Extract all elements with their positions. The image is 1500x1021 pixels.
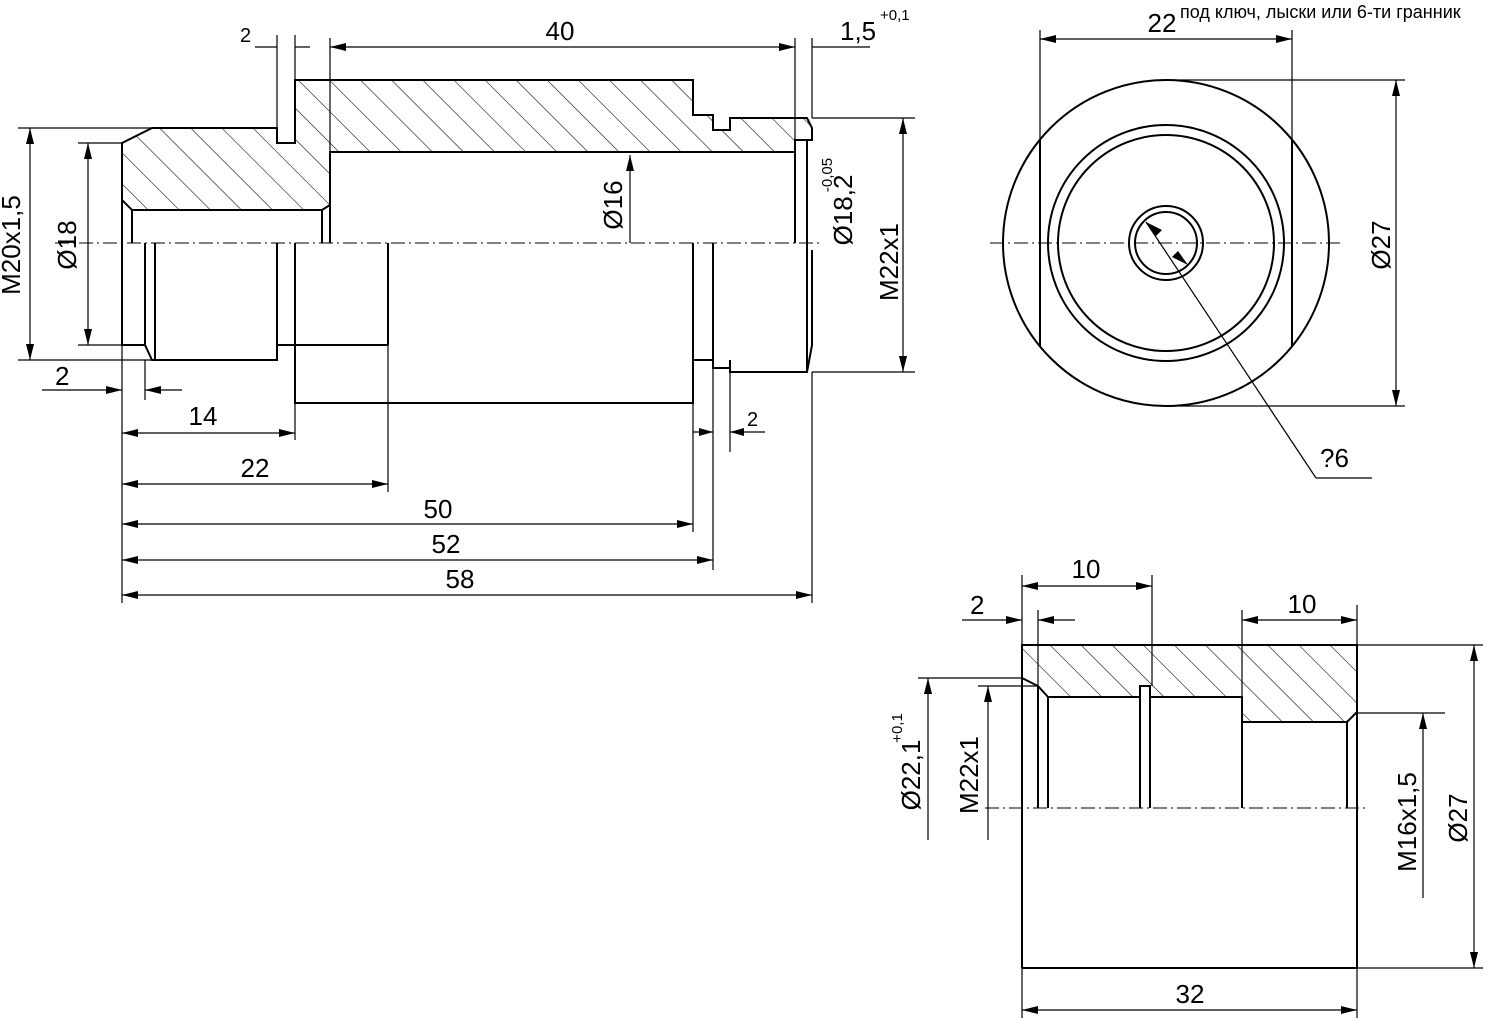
dim-len-50: 50 xyxy=(121,403,694,603)
dim-16-label: Ø16 xyxy=(598,180,628,229)
dim-nut-32-label: 32 xyxy=(1176,979,1205,1009)
dim-chamfer-2-left: 2 xyxy=(42,345,182,400)
side-view: 2 40 1,5 +0,1 M20x1,5 xyxy=(0,7,915,603)
dim-18-2-tolerance: -0,05 xyxy=(819,158,836,192)
end-view: 22 под ключ, лыски или 6-ти гранник Ø27 … xyxy=(990,2,1461,479)
dim-2-right-label: 2 xyxy=(747,409,758,431)
nut-outline xyxy=(1021,678,1358,969)
dim-len-40: 40 xyxy=(329,16,796,152)
dim-nut-10-left-label: 10 xyxy=(1072,554,1101,584)
dim-1-5-label: 1,5 xyxy=(840,16,876,46)
dim-flat-22-label: 22 xyxy=(1148,8,1177,38)
dim-end-dia-27: Ø27 xyxy=(1166,79,1405,407)
end-thread-circle xyxy=(1047,124,1285,362)
dim-groove-2-right: 2 xyxy=(693,360,765,570)
dim-m22-label: M22x1 xyxy=(874,223,904,301)
dim-nut-2-label: 2 xyxy=(970,590,984,620)
dim-nut-dia-22-1: Ø22,1 +0,1 xyxy=(889,677,1022,840)
dim-nut-10-right-label: 10 xyxy=(1288,589,1317,619)
nut-hatched-section xyxy=(1021,644,1358,723)
end-bore-circle xyxy=(1057,134,1275,352)
dim-len-58: 58 xyxy=(122,372,813,603)
nut-view: 10 2 10 Ø22,1 +0,1 xyxy=(889,554,1483,1018)
dim-nut-chamfer-2: 2 xyxy=(962,590,1075,686)
side-hatched-section xyxy=(121,79,813,211)
end-hole-inner xyxy=(1134,211,1198,275)
dim-2-left-label: 2 xyxy=(55,361,69,391)
dim-18-label: Ø18 xyxy=(52,220,82,269)
dim-nut-27-label: Ø27 xyxy=(1443,793,1473,842)
dim-nut-m16-label: M16x1,5 xyxy=(1392,772,1422,872)
dim-nut-m22: M22x1 xyxy=(954,685,1038,840)
dim-22-label: 22 xyxy=(241,453,270,483)
dim-len-1-5: 1,5 +0,1 xyxy=(811,7,910,118)
dim-nut-dia-27: Ø27 xyxy=(1357,644,1483,969)
dim-dia-18-2: Ø18,2 -0,05 xyxy=(819,158,858,246)
dim-50-label: 50 xyxy=(424,494,453,524)
flat-note: под ключ, лыски или 6-ти гранник xyxy=(1180,2,1461,22)
dim-len-14: 14 xyxy=(121,400,296,440)
dim-nut-10-left: 10 xyxy=(1021,554,1153,686)
dim-flat-22: 22 под ключ, лыски или 6-ти гранник xyxy=(1039,2,1461,140)
dim-nut-32: 32 xyxy=(1021,968,1358,1018)
dim-dia-m20: M20x1,5 xyxy=(0,127,152,361)
dim-m20-label: M20x1,5 xyxy=(0,195,26,295)
dim-end-27-label: Ø27 xyxy=(1366,220,1396,269)
dim-hole-6: ?6 xyxy=(1145,221,1372,479)
dim-nut-m22-label: M22x1 xyxy=(954,736,984,814)
dim-nut-m16: M16x1,5 xyxy=(1357,712,1445,898)
dim-40-label: 40 xyxy=(546,16,575,46)
dim-18-2-label: Ø18,2 xyxy=(828,175,858,246)
dim-58-label: 58 xyxy=(446,564,475,594)
dim-dia-m22: M22x1 xyxy=(812,117,915,373)
dim-nut-22-1-label: Ø22,1 xyxy=(896,740,926,811)
dim-len-22: 22 xyxy=(122,345,389,492)
dim-nut-22-1-tolerance: +0,1 xyxy=(889,713,906,743)
dim-52-label: 52 xyxy=(432,529,461,559)
dim-len-52: 52 xyxy=(122,529,713,564)
dim-nut-10-right: 10 xyxy=(1241,589,1358,697)
dim-2-top-label: 2 xyxy=(240,25,251,47)
end-hole-outer xyxy=(1128,205,1204,281)
dim-dia-18: Ø18 xyxy=(52,142,145,346)
dim-14-label: 14 xyxy=(189,401,218,431)
dim-groove-2-top: 2 xyxy=(240,25,310,128)
dim-hole-6-label: ?6 xyxy=(1320,443,1349,473)
dim-1-5-tolerance: +0,1 xyxy=(880,7,910,24)
dim-dia-16: Ø16 xyxy=(598,155,634,243)
